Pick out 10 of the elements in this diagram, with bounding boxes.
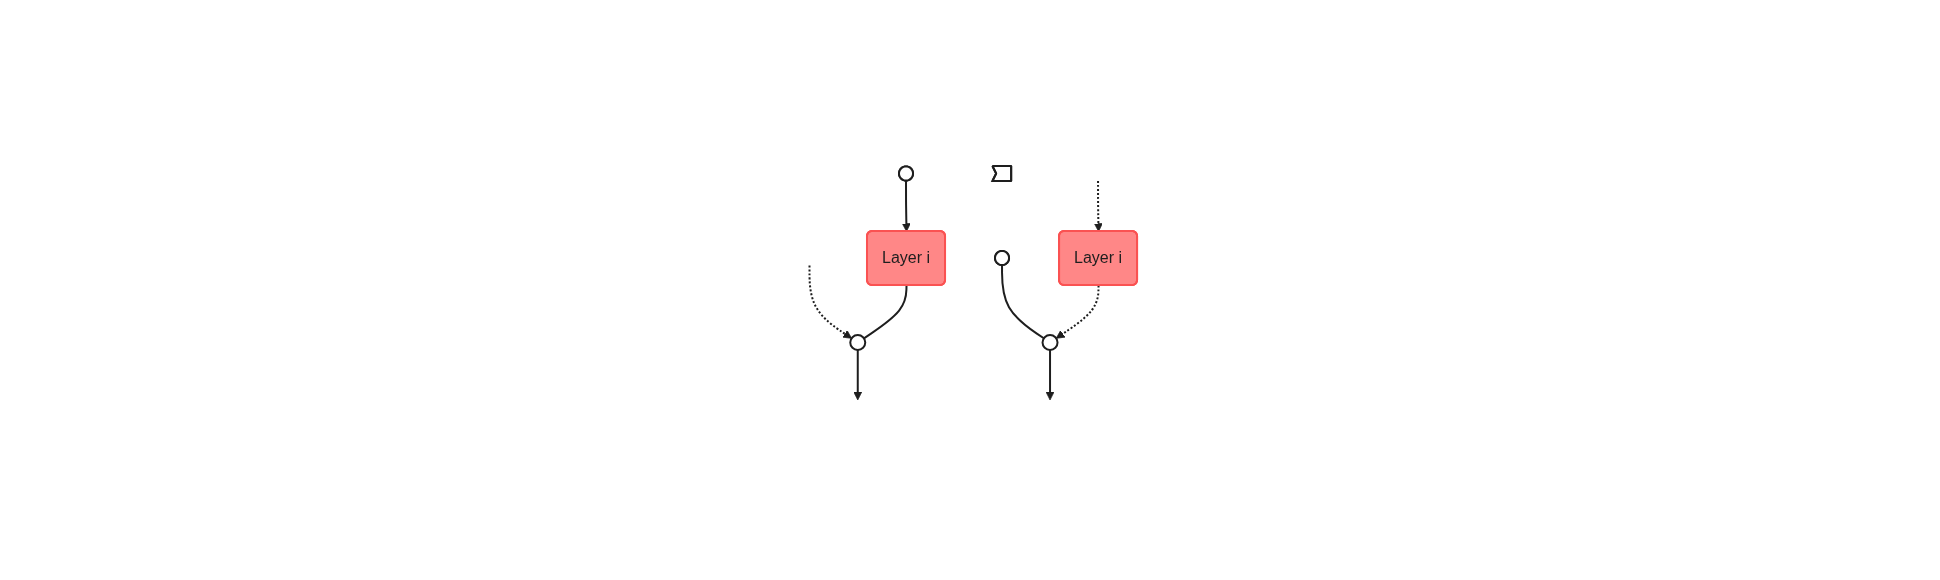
arrow: [853, 348, 863, 400]
arrow: [1094, 179, 1104, 232]
arrow: [1046, 348, 1055, 400]
arrow: [902, 179, 912, 232]
node-circle: [1042, 333, 1059, 351]
node-circle: [849, 333, 867, 351]
connector: [1001, 263, 1046, 339]
arrow: [808, 264, 853, 339]
connector: [863, 284, 908, 339]
arrow: [1056, 284, 1100, 339]
